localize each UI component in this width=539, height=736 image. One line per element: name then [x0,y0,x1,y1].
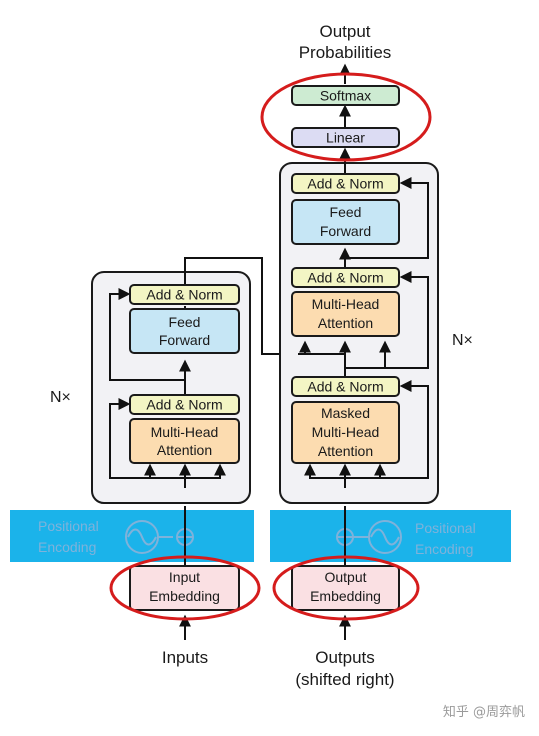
linear-label: Linear [326,130,365,146]
encoder-positional-label-1: Positional [38,518,99,534]
decoder-add-norm-top [291,173,400,194]
encoder-add-norm-top-label: Add & Norm [146,287,222,303]
highlight-output-embedding [272,555,420,621]
highlight-ellipses [109,72,432,621]
decoder-add-norm-bottom-label: Add & Norm [307,379,383,395]
encoder-add-norm-top [129,284,240,305]
decoder-mha-label-2: Attention [318,315,373,331]
decoder-sine-icon [368,520,402,554]
softmax-label: Softmax [320,88,371,104]
encoder-feed-forward [129,308,240,354]
highlight-input-embedding [109,555,261,621]
output-embedding-label-1: Output [324,569,366,585]
output-embedding-block [291,565,400,611]
encoder-positional-band [10,510,254,562]
encoder-mha-label-1: Multi-Head [151,424,219,440]
decoder-ff-label-1: Feed [330,204,362,220]
decoder-mha-label-1: Multi-Head [312,296,380,312]
encoder-sine-icon [125,520,173,554]
encoder-positional-label-2: Encoding [38,539,96,555]
masked-label-1: Masked [321,405,370,421]
encoder-nx-label: N× [50,389,71,406]
encoder-ff-label-1: Feed [169,314,201,330]
decoder-multi-head-attention [291,291,400,337]
decoder-residual-lines [298,63,429,488]
decoder-add-norm-bottom [291,376,400,397]
encoder-mha-label-2: Attention [157,442,212,458]
outputs-label-1: Outputs [315,648,375,667]
output-probabilities-label-1: Output [319,22,370,41]
decoder-masked-attention [291,401,400,464]
encoder-ff-label-2: Forward [159,332,210,348]
encoder-layer-box [91,271,251,504]
encoder-add-norm-bottom-label: Add & Norm [146,397,222,413]
output-probabilities-label-2: Probabilities [299,43,392,62]
watermark-text: 知乎 @周弈帆 [443,704,525,720]
decoder-add-norm-mid [291,267,400,288]
output-embedding-label-2: Embedding [310,588,381,604]
encoder-multi-head-attention [129,418,240,464]
embedding-flow-lines [179,506,351,640]
highlight-output-head [260,72,432,162]
inputs-label: Inputs [162,648,208,667]
softmax-block [291,85,400,106]
decoder-nx-label: N× [452,332,473,349]
decoder-add-norm-top-label: Add & Norm [307,176,383,192]
input-embedding-label-2: Embedding [149,588,220,604]
masked-label-2: Multi-Head [312,424,380,440]
decoder-add-norm-mid-label: Add & Norm [307,270,383,286]
decoder-ff-label-2: Forward [320,223,371,239]
decoder-positional-label-1: Positional [415,520,476,536]
decoder-feed-forward [291,199,400,245]
input-embedding-block [129,565,240,611]
input-embedding-label-1: Input [169,569,200,585]
linear-block [291,127,400,148]
outputs-label-2: (shifted right) [295,670,394,689]
decoder-positional-band [270,510,511,562]
decoder-positional-label-2: Encoding [415,541,473,557]
masked-label-3: Attention [318,443,373,459]
encoder-add-norm-bottom [129,394,240,415]
